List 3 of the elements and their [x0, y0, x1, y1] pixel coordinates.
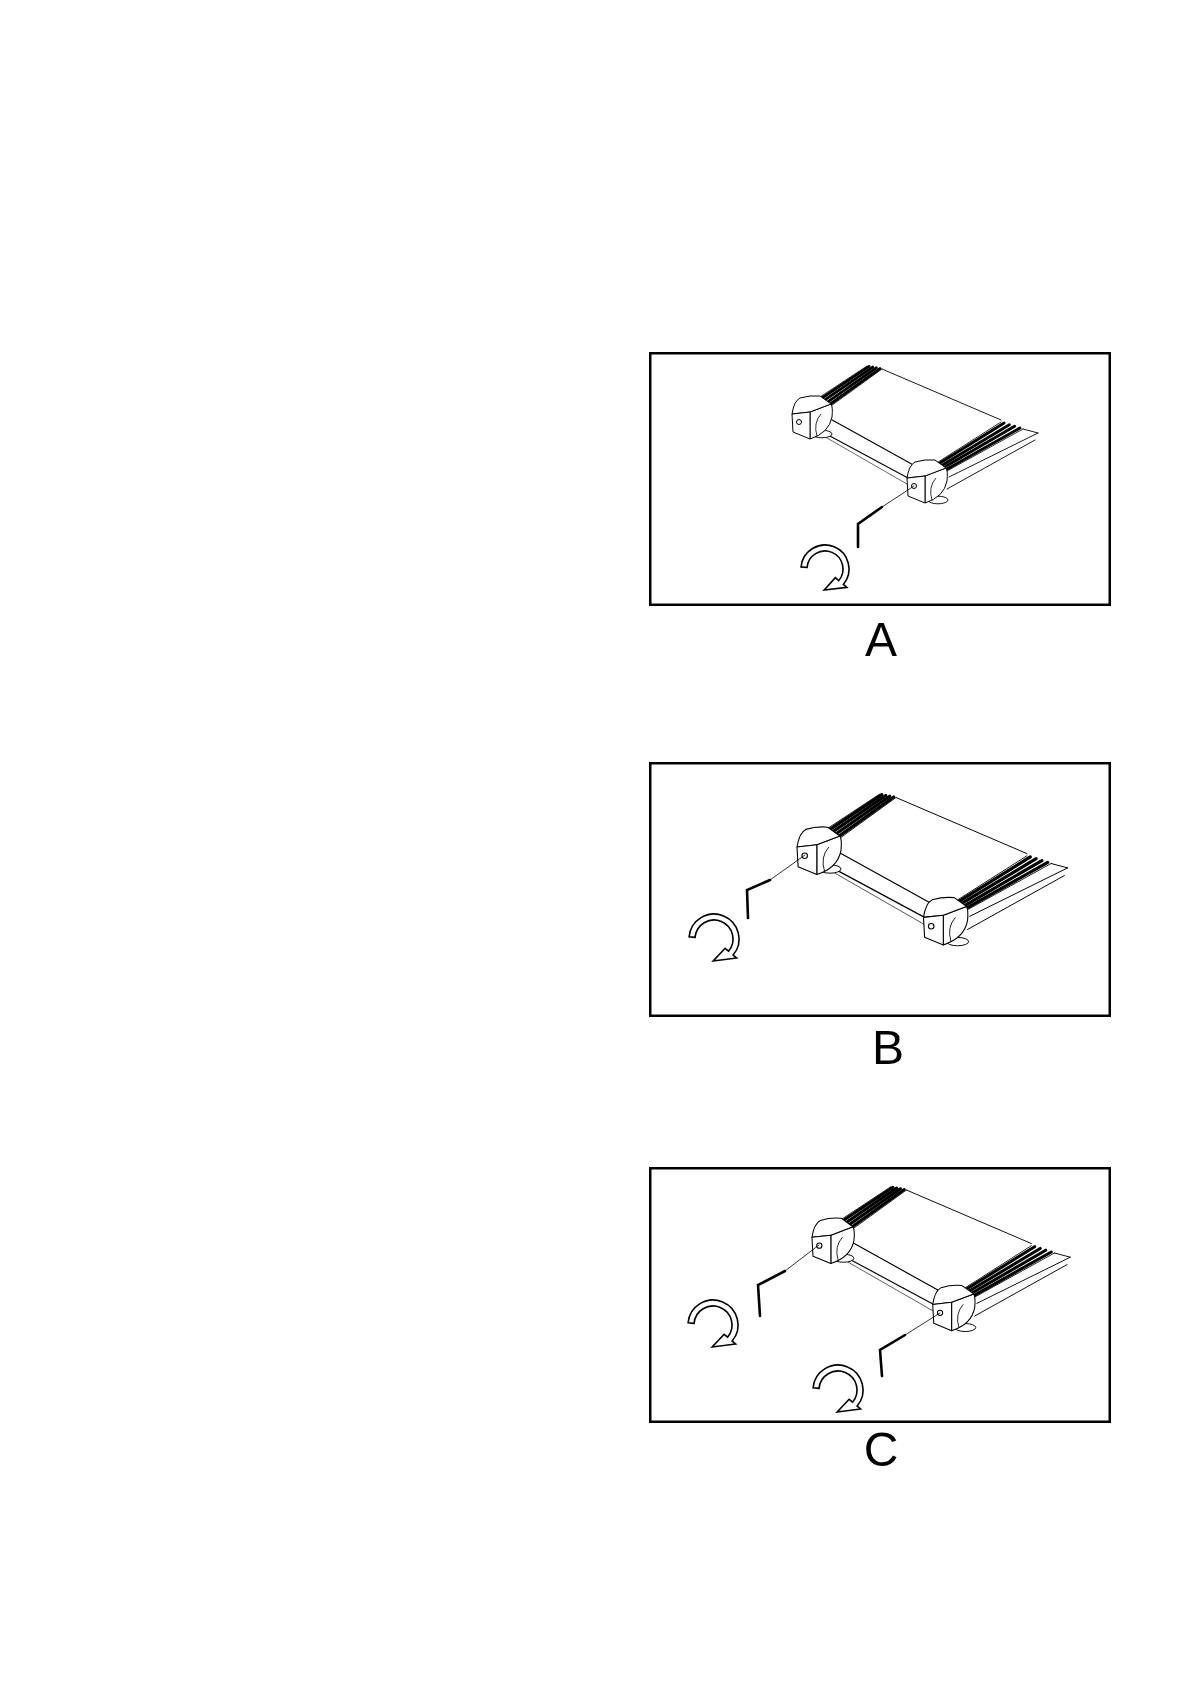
panel-caption: B — [872, 1024, 904, 1072]
panel-caption: A — [865, 616, 897, 664]
panel-caption: C — [863, 1426, 899, 1474]
